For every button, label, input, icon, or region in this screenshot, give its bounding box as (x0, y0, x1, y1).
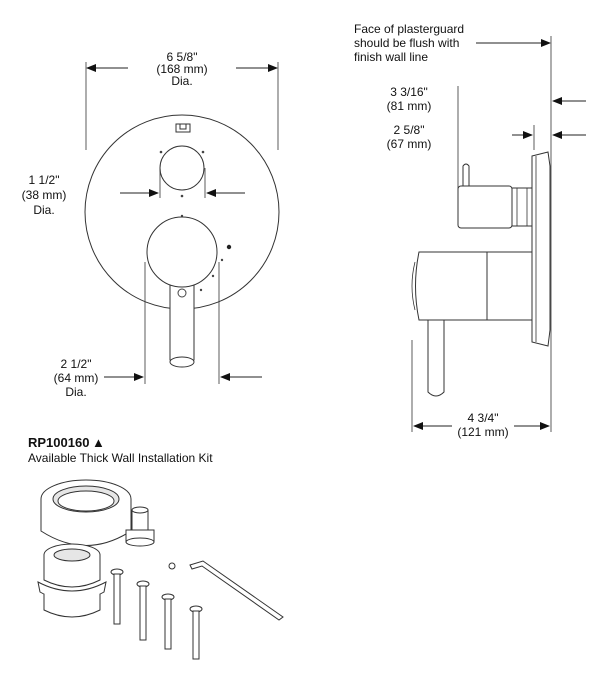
main-handle-body (486, 251, 533, 321)
trim-diameter-label-2: (168 mm) (156, 62, 207, 76)
diverter-knob-profile (457, 185, 513, 229)
upper-diameter-label-1: 1 1/2" (29, 173, 60, 187)
total-depth-label-1: 4 3/4" (468, 411, 499, 425)
upper-diameter-label-2: (38 mm) (22, 188, 67, 202)
kit-triangle-icon: ▲ (92, 435, 105, 450)
main-handle-lever-profile (427, 319, 445, 397)
upper-diameter-label-3: Dia. (33, 203, 54, 217)
hex-key (189, 560, 284, 621)
side-view: Face of plasterguard should be flush wit… (354, 22, 586, 439)
depth-upper-label-1: 3 3/16" (390, 85, 428, 99)
plasterguard-note-1: Face of plasterguard (354, 22, 464, 36)
main-handle-lever (169, 281, 195, 366)
depth-upper-label-2: (81 mm) (387, 99, 432, 113)
plasterguard-note-3: finish wall line (354, 50, 428, 64)
diverter-knob (159, 145, 205, 191)
kit-section: RP100160 ▲ Available Thick Wall Installa… (28, 435, 284, 660)
depth-mid-label-2: (67 mm) (387, 137, 432, 151)
trim-diameter-label-3: Dia. (171, 74, 192, 88)
front-view: 6 5/8" (168 mm) Dia. 1 1/2" (38 mm) Dia. (22, 50, 280, 399)
total-depth-label-2: (121 mm) (457, 425, 508, 439)
kit-description: Available Thick Wall Installation Kit (28, 451, 213, 465)
depth-mid-label-1: 2 5/8" (394, 123, 425, 137)
plasterguard-note-2: should be flush with (354, 36, 459, 50)
handle-diameter-label-1: 2 1/2" (61, 357, 92, 371)
adapter-fitting (125, 506, 155, 547)
handle-diameter-label-3: Dia. (65, 385, 86, 399)
extension-ring (40, 479, 132, 546)
handle-diameter-label-2: (64 mm) (54, 371, 99, 385)
threaded-sleeve (37, 543, 107, 618)
main-handle-hub (146, 216, 218, 288)
main-handle-hub-profile (415, 251, 488, 321)
installation-screws (110, 562, 203, 660)
escutcheon-profile (531, 151, 551, 347)
kit-part-number: RP100160 (28, 435, 89, 450)
diverter-stem (511, 187, 533, 227)
trim-diameter-label-1: 6 5/8" (167, 50, 198, 64)
